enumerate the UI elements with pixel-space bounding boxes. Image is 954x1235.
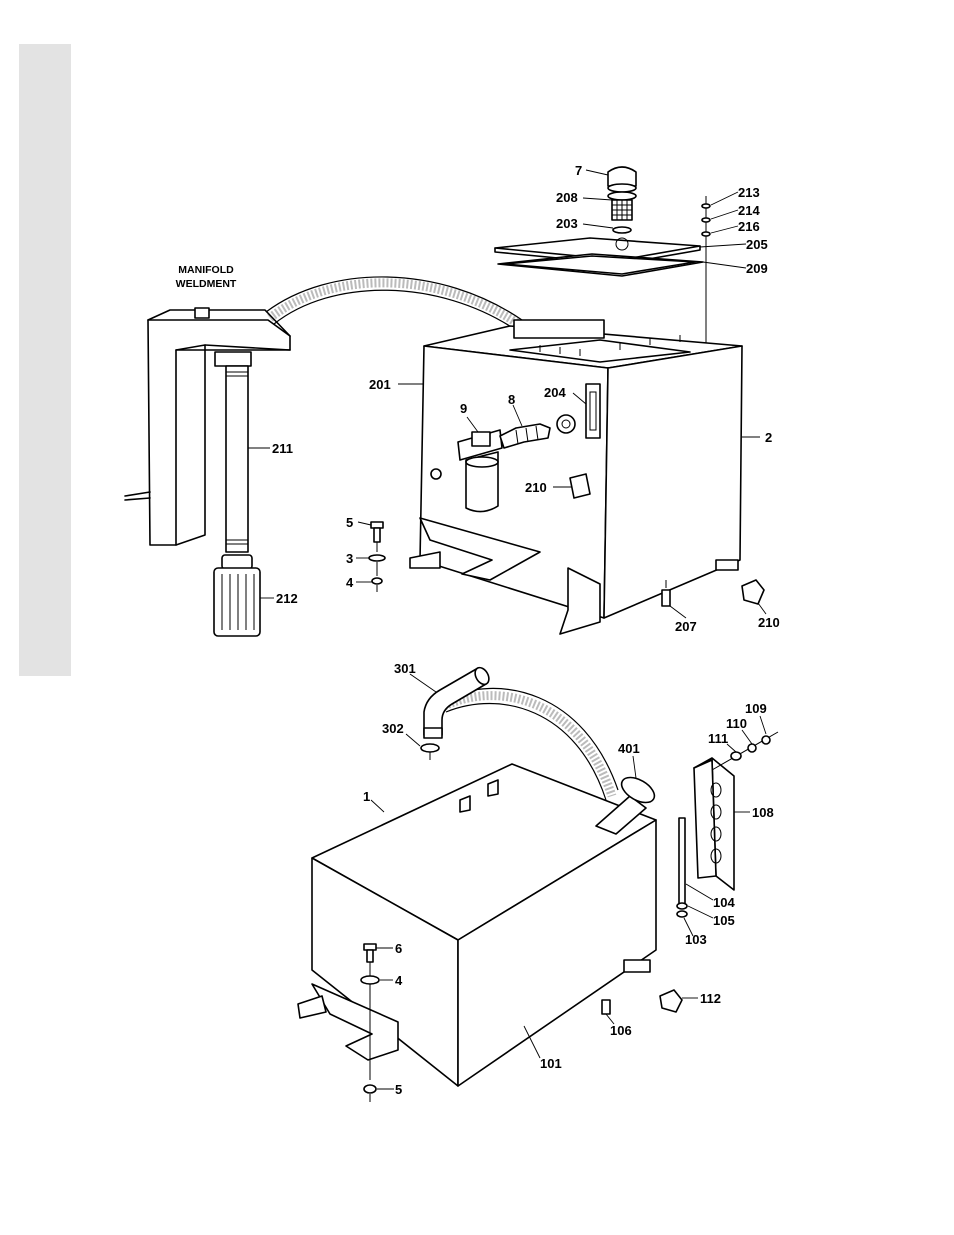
drain-plug-106 [602,1000,610,1014]
elbow-301 [424,665,492,738]
filter-element-212 [214,555,260,636]
clamp-210-bottom [742,580,764,604]
label-109: 109 [745,701,767,716]
manifold-title-line1: MANIFOLD [178,264,234,276]
bracket-108 [694,758,734,890]
label-211: 211 [272,441,293,456]
label-203: 203 [556,216,578,231]
label-205: 205 [746,237,768,252]
manifold-title-line2: WELDMENT [176,278,237,290]
label-108: 108 [752,805,774,820]
label-5-upper: 5 [346,515,353,530]
label-5-lower: 5 [395,1082,402,1097]
label-301: 301 [394,661,416,676]
label-106: 106 [610,1023,632,1038]
label-9: 9 [460,401,467,416]
label-104: 104 [713,895,735,910]
label-111: 111 [708,731,728,746]
label-105: 105 [713,913,735,928]
hardware-213-214-216 [702,196,710,355]
upper-assembly: MANIFOLD WELDMENT 7 208 203 213 214 216 … [125,163,780,636]
label-1: 1 [363,789,370,804]
breather-cap-7 [608,167,636,192]
label-8: 8 [508,392,515,407]
rod-104 [677,818,687,917]
label-213: 213 [738,185,760,200]
label-210-bottom: 210 [758,615,780,630]
label-216: 216 [738,219,760,234]
label-208: 208 [556,190,578,205]
label-7: 7 [575,163,582,178]
pipe-211 [215,352,251,552]
label-212: 212 [276,591,298,606]
gasket-209 [498,254,703,276]
clamp-112 [660,990,682,1012]
label-110: 110 [726,716,747,731]
label-103: 103 [685,932,707,947]
manifold-weldment [125,308,290,545]
label-201: 201 [369,377,391,392]
label-4-upper: 4 [346,575,354,590]
clamp-210-tank [570,474,590,498]
label-214: 214 [738,203,760,218]
label-4-lower: 4 [395,973,403,988]
sight-gauge-204 [586,384,600,438]
label-101: 101 [540,1056,562,1071]
label-209: 209 [746,261,768,276]
label-401: 401 [618,741,640,756]
label-3: 3 [346,551,353,566]
gasket-203 [613,227,631,233]
strainer-208 [608,192,636,220]
lower-assembly: 301 302 401 109 110 111 1 108 104 105 10… [298,661,778,1102]
label-207: 207 [675,619,697,634]
label-6: 6 [395,941,402,956]
bolt-5-washer-3-nut-4 [369,522,385,592]
hose-upper [266,277,522,330]
label-302: 302 [382,721,404,736]
washer-302 [421,744,439,760]
label-204: 204 [544,385,566,400]
label-210-tank: 210 [525,480,547,495]
label-2: 2 [765,430,772,445]
label-112: 112 [700,991,721,1006]
reservoir-tank-1 [298,764,659,1086]
